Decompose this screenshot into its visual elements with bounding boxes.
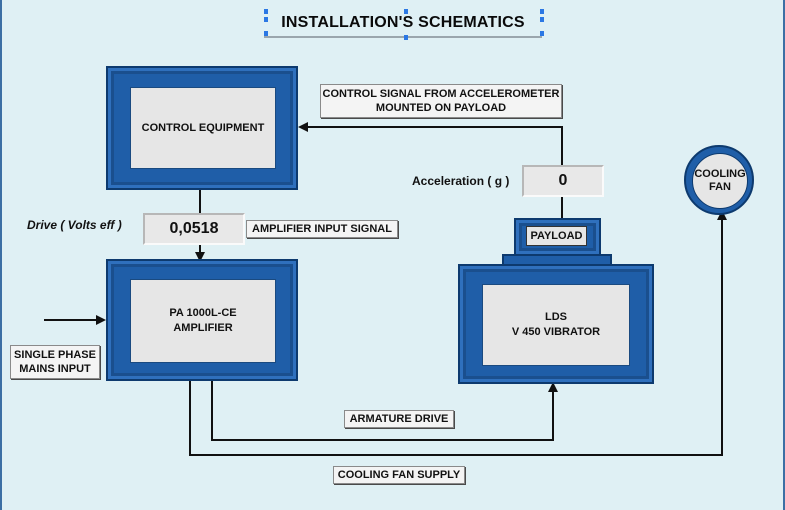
window-left-border: [0, 0, 2, 510]
amplifier-model-label: PA 1000L-CE: [169, 307, 237, 319]
amplifier-type-label: AMPLIFIER: [173, 322, 233, 334]
single-phase-label-line1: SINGLE PHASE: [14, 349, 96, 361]
single-phase-mains-label: SINGLE PHASE MAINS INPUT: [10, 345, 100, 379]
selection-handle-top-right[interactable]: [540, 9, 544, 14]
cooling-fan-supply-label: COOLING FAN SUPPLY: [333, 466, 465, 484]
cooling-fan-supply-wire: [189, 210, 727, 456]
vibrator-block[interactable]: LDS V 450 VIBRATOR: [458, 264, 654, 384]
cooling-fan-block[interactable]: COOLING FAN: [684, 145, 754, 215]
cooling-fan-panel: COOLING FAN: [692, 153, 748, 209]
schematic-title[interactable]: INSTALLATION'S SCHEMATICS: [264, 9, 542, 38]
acceleration-value-display: 0: [522, 165, 604, 197]
payload-block[interactable]: PAYLOAD: [514, 218, 601, 256]
vibrator-panel: LDS V 450 VIBRATOR: [482, 284, 630, 366]
selection-handle-bottom-right[interactable]: [540, 31, 544, 36]
selection-handle-bottom-left[interactable]: [264, 31, 268, 36]
armature-drive-wire: [211, 380, 558, 441]
amplifier-block[interactable]: PA 1000L-CE AMPLIFIER: [106, 259, 298, 381]
control-equipment-label: CONTROL EQUIPMENT: [141, 121, 265, 134]
control-signal-label-line1: CONTROL SIGNAL FROM ACCELEROMETER: [322, 88, 560, 100]
selection-handle-top-left[interactable]: [264, 9, 268, 14]
control-equipment-panel: CONTROL EQUIPMENT: [130, 87, 276, 169]
armature-drive-label: ARMATURE DRIVE: [344, 410, 454, 428]
window-right-border: [783, 0, 785, 510]
schematic-title-text: INSTALLATION'S SCHEMATICS: [281, 13, 525, 31]
selection-handle-bottom-center[interactable]: [404, 35, 408, 40]
control-signal-label-line2: MOUNTED ON PAYLOAD: [375, 102, 507, 114]
vibrator-brand-label: LDS: [544, 311, 567, 323]
selection-handle-mid-left[interactable]: [264, 17, 268, 22]
drive-value-display: 0,0518: [143, 213, 245, 245]
vibrator-model-label: V 450 VIBRATOR: [511, 326, 601, 338]
payload-panel: PAYLOAD: [526, 226, 587, 246]
amplifier-input-signal-label: AMPLIFIER INPUT SIGNAL: [246, 220, 398, 238]
cooling-fan-label-line2: FAN: [709, 181, 731, 193]
control-signal-label: CONTROL SIGNAL FROM ACCELEROMETER MOUNTE…: [320, 84, 562, 118]
drive-value: 0,0518: [169, 220, 219, 237]
payload-label: PAYLOAD: [530, 230, 583, 242]
drive-readout-label: Drive ( Volts eff ): [27, 218, 122, 232]
single-phase-label-line2: MAINS INPUT: [19, 363, 91, 375]
amplifier-panel: PA 1000L-CE AMPLIFIER: [130, 279, 276, 363]
acceleration-value: 0: [558, 172, 568, 189]
control-equipment-block[interactable]: CONTROL EQUIPMENT: [106, 66, 298, 190]
acceleration-readout-label: Acceleration ( g ): [412, 174, 510, 188]
selection-handle-mid-right[interactable]: [540, 17, 544, 22]
selection-handle-top-center[interactable]: [404, 9, 408, 14]
cooling-fan-label-line1: COOLING: [694, 168, 746, 180]
